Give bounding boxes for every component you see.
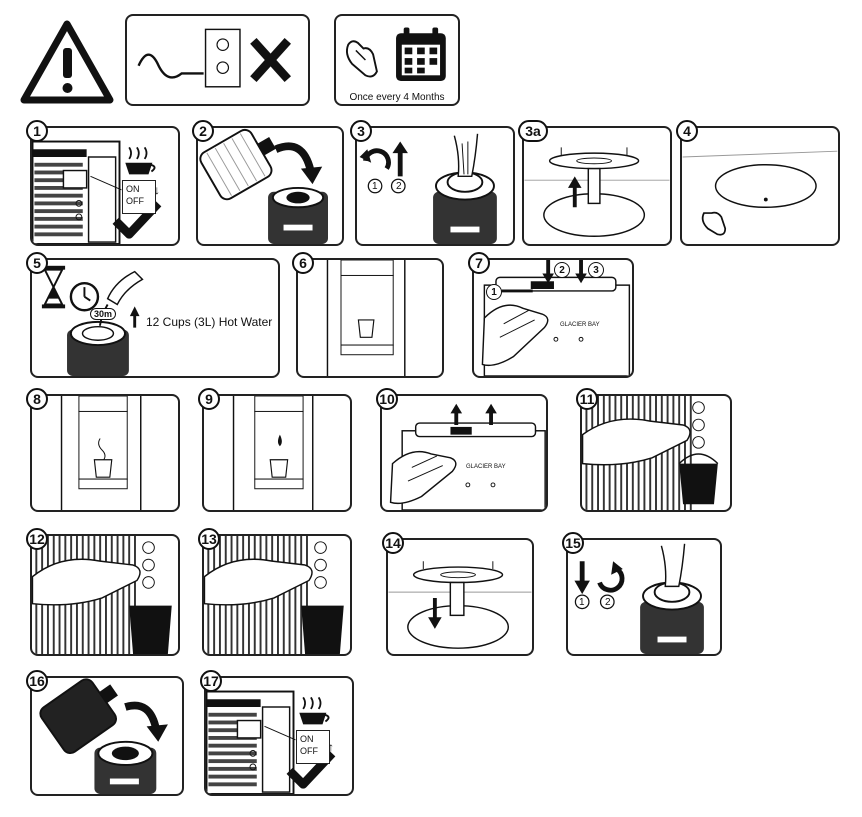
unplug-panel xyxy=(125,14,310,106)
hand-icon xyxy=(701,211,727,236)
step-11-panel xyxy=(580,394,732,512)
hot-cup-icon xyxy=(299,696,330,725)
arrow-down-icon xyxy=(428,597,442,629)
step-number: 10 xyxy=(376,388,398,410)
step-13-panel xyxy=(202,534,352,656)
step-number: 12 xyxy=(26,528,48,550)
arrow-up-icon xyxy=(129,306,140,328)
calendar-icon xyxy=(396,27,446,82)
arrow-down-icon xyxy=(574,561,590,595)
step-3-panel: 1 2 xyxy=(355,126,515,246)
step-number: 14 xyxy=(382,532,404,554)
arrow-up-icon xyxy=(450,403,463,425)
sub-step-3: 3 xyxy=(588,262,604,278)
step-9-panel xyxy=(202,394,352,512)
step-number: 15 xyxy=(562,532,584,554)
step-number: 5 xyxy=(26,252,48,274)
step-14-panel xyxy=(386,538,534,656)
sub-step-2: 2 xyxy=(605,597,611,608)
hourglass-icon xyxy=(41,265,66,309)
step-15-panel: 1 2 xyxy=(566,538,722,656)
clock-icon xyxy=(69,281,100,312)
switch-arrow-down-icon: ↓ xyxy=(154,183,160,197)
step-number: 3 xyxy=(350,120,372,142)
step-8-panel xyxy=(30,394,180,512)
step-number: 7 xyxy=(468,252,490,274)
step-12-panel xyxy=(30,534,180,656)
step-4-panel xyxy=(680,126,840,246)
sub-step-1: 1 xyxy=(579,597,585,608)
step-number: 16 xyxy=(26,670,48,692)
step-number: 9 xyxy=(198,388,220,410)
close-icon xyxy=(250,37,292,83)
schedule-panel: Once every 4 Months xyxy=(334,14,460,106)
step-number: 13 xyxy=(198,528,220,550)
arrow-up-icon xyxy=(392,141,408,177)
step-number: 4 xyxy=(676,120,698,142)
step-3a-panel xyxy=(522,126,672,246)
sub-step-2: 2 xyxy=(396,181,402,192)
hot-water-instruction: 12 Cups (3L) Hot Water xyxy=(146,315,273,329)
step-number: 3a xyxy=(518,120,548,142)
schedule-caption: Once every 4 Months xyxy=(349,92,445,103)
switch-arrow-up-icon: ↑ xyxy=(328,740,334,754)
arrow-up-icon xyxy=(485,403,497,425)
brand-label: GLACIER BAY xyxy=(560,322,600,328)
sub-step-2: 2 xyxy=(554,262,570,278)
sub-step-1: 1 xyxy=(486,284,502,300)
step-7-panel: 1 2 3 GLACIER BAY xyxy=(472,258,634,378)
rotate-icon xyxy=(359,148,391,170)
timer-label: 30m xyxy=(90,308,117,320)
step-5-panel: 30m 12 Cups (3L) Hot Water xyxy=(30,258,280,378)
brand-label: GLACIER BAY xyxy=(466,464,506,470)
step-number: 2 xyxy=(192,120,214,142)
rotate-icon xyxy=(597,561,625,593)
step-number: 1 xyxy=(26,120,48,142)
step-16-panel xyxy=(30,676,184,796)
step-6-panel xyxy=(296,258,444,378)
step-number: 11 xyxy=(576,388,598,410)
step-number: 8 xyxy=(26,388,48,410)
step-number: 6 xyxy=(292,252,314,274)
step-number: 17 xyxy=(200,670,222,692)
arrow-up-icon xyxy=(568,176,582,208)
hand-icon xyxy=(346,40,378,78)
step-10-panel: GLACIER BAY xyxy=(380,394,548,512)
sub-step-1: 1 xyxy=(372,181,378,192)
warning-icon xyxy=(20,18,115,106)
hot-cup-icon xyxy=(125,146,156,175)
step-2-panel xyxy=(196,126,344,246)
